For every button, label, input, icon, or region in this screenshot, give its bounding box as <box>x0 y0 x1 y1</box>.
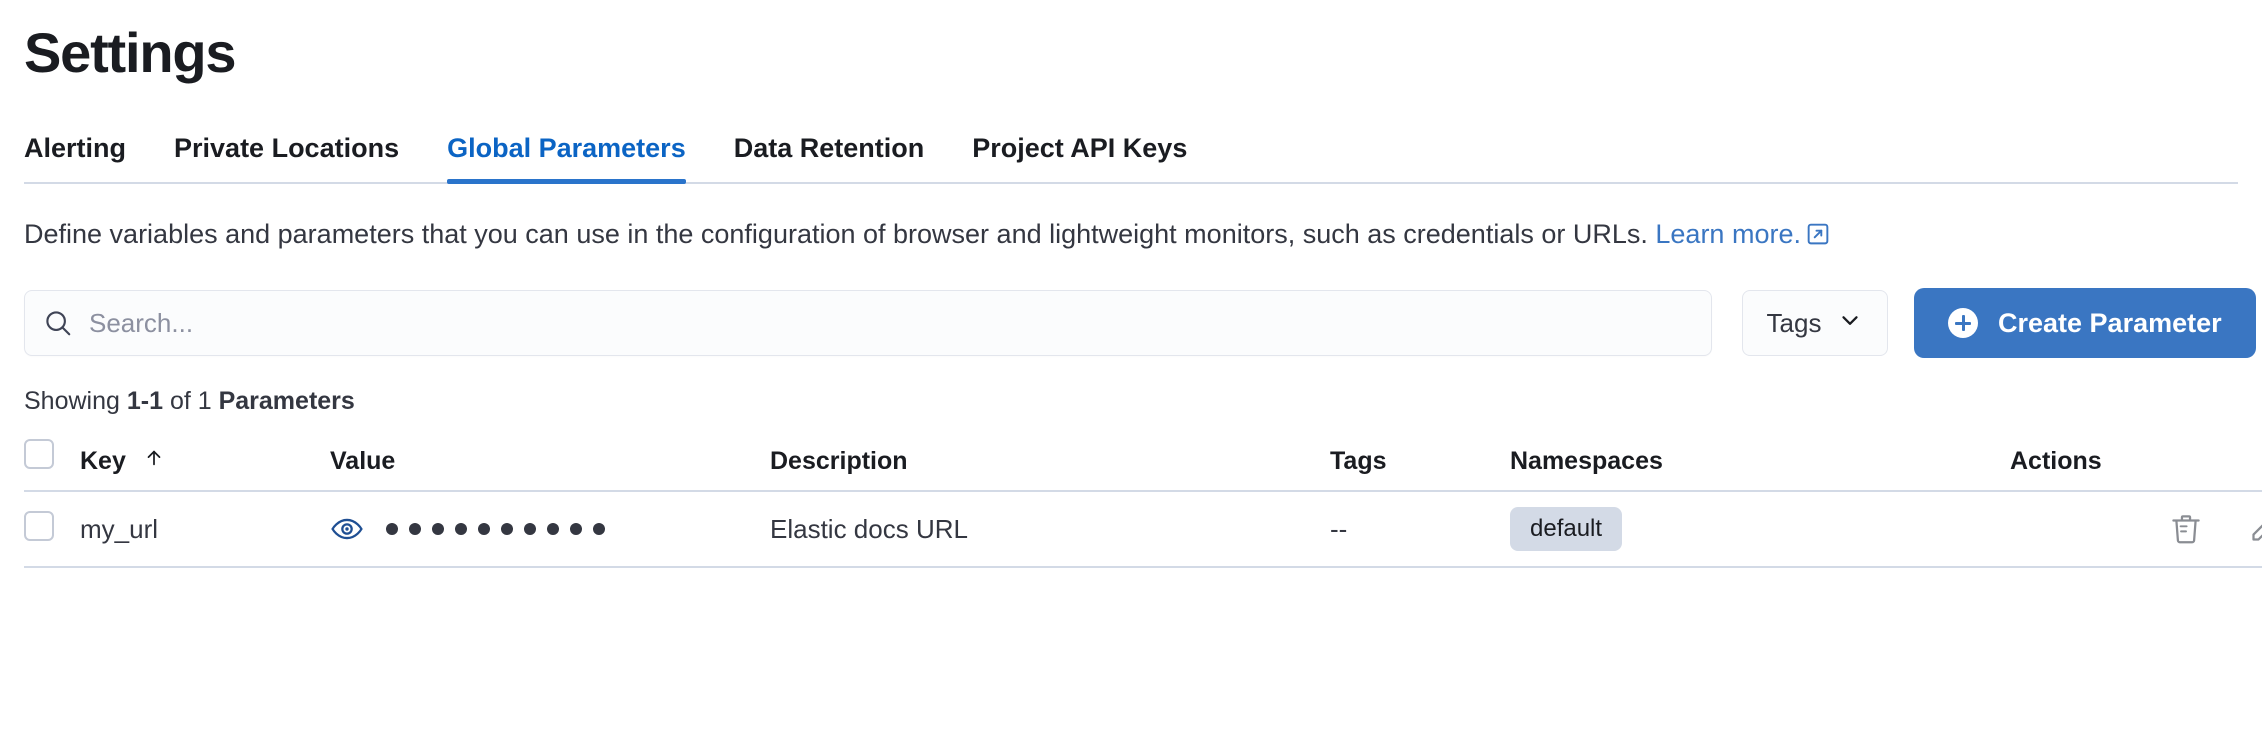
toolbar: Tags Create Parameter <box>24 288 2256 358</box>
tab-global-parameters[interactable]: Global Parameters <box>423 132 710 184</box>
row-checkbox[interactable] <box>24 510 54 541</box>
column-header-namespaces: Namespaces <box>1510 432 2010 492</box>
row-select-cell <box>24 491 80 568</box>
column-header-description: Description <box>770 432 1330 492</box>
learn-more-label: Learn more. <box>1655 219 1801 249</box>
pencil-icon[interactable] <box>2246 511 2262 547</box>
description-text: Define variables and parameters that you… <box>24 219 1648 249</box>
page-description: Define variables and parameters that you… <box>24 210 2204 260</box>
tags-filter-button[interactable]: Tags <box>1742 290 1888 356</box>
tags-filter-label: Tags <box>1766 307 1822 338</box>
column-header-tags: Tags <box>1330 432 1510 492</box>
tab-data-retention[interactable]: Data Retention <box>733 133 925 163</box>
results-count: Showing 1-1 of 1 Parameters <box>24 386 2238 416</box>
cell-namespaces: default <box>1510 491 2010 568</box>
column-header-actions: Actions <box>2010 432 2262 492</box>
table-row: my_url <box>24 491 2262 568</box>
column-header-key-label: Key <box>80 447 126 475</box>
settings-tabs: Alerting Private Locations Global Parame… <box>24 124 2238 184</box>
results-middle: of 1 <box>163 387 219 415</box>
cell-key: my_url <box>80 491 330 568</box>
parameters-table: Key Value Description Tags Namespaces Ac… <box>24 432 2262 568</box>
masked-value <box>386 523 605 535</box>
cell-value <box>330 491 770 568</box>
cell-tags: -- <box>1330 491 1510 568</box>
external-link-icon <box>1807 212 1829 260</box>
results-noun: Parameters <box>218 387 355 415</box>
tab-alerting[interactable]: Alerting <box>24 133 127 163</box>
select-all-header <box>24 432 80 492</box>
results-range: 1-1 <box>126 387 163 415</box>
trash-icon[interactable] <box>2168 511 2204 547</box>
chevron-down-icon <box>1837 307 1863 340</box>
arrow-up-icon <box>143 432 165 490</box>
tab-project-api-keys[interactable]: Project API Keys <box>972 133 1188 163</box>
search-input[interactable] <box>89 307 1693 339</box>
cell-actions <box>2010 491 2262 568</box>
select-all-checkbox[interactable] <box>24 439 54 469</box>
create-parameter-button[interactable]: Create Parameter <box>1914 288 2256 358</box>
search-icon <box>43 308 73 338</box>
results-prefix: Showing <box>24 387 127 415</box>
search-box[interactable] <box>24 290 1712 356</box>
plus-circle-icon <box>1948 308 1978 338</box>
column-header-value: Value <box>330 432 770 492</box>
column-header-key[interactable]: Key <box>80 432 330 492</box>
page-title: Settings <box>24 21 237 84</box>
cell-description: Elastic docs URL <box>770 491 1330 568</box>
learn-more-link[interactable]: Learn more. <box>1655 219 1801 249</box>
table-header-row: Key Value Description Tags Namespaces Ac… <box>24 432 2262 492</box>
namespace-badge: default <box>1510 507 1623 551</box>
create-parameter-label: Create Parameter <box>1998 307 2222 338</box>
eye-icon[interactable] <box>330 512 364 546</box>
tab-private-locations[interactable]: Private Locations <box>174 133 400 163</box>
